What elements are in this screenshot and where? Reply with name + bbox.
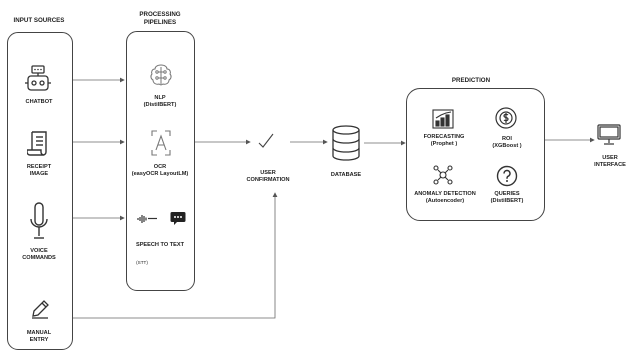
speech-to-text-label: SPEECH TO TEXT bbox=[135, 242, 185, 248]
input-sources-box bbox=[7, 32, 73, 350]
pencil-icon bbox=[32, 300, 49, 319]
microphone-icon bbox=[30, 202, 48, 239]
roi-dollar-icon bbox=[495, 107, 517, 129]
database-icon bbox=[332, 125, 360, 161]
receipt-image-label: RECEIPT IMAGE bbox=[26, 164, 52, 177]
anomaly-icon bbox=[433, 165, 453, 185]
monitor-icon bbox=[597, 124, 621, 145]
chatbot-label: CHATBOT bbox=[25, 99, 53, 105]
chat-bubble-icon bbox=[170, 212, 186, 225]
question-icon bbox=[496, 165, 518, 187]
voice-commands-label: VOICE COMMANDS bbox=[22, 248, 56, 261]
user-interface-label: USER INTERFACE bbox=[594, 155, 626, 168]
input-sources-header: INPUT SOURCES bbox=[13, 17, 65, 24]
brain-circuit-icon bbox=[150, 64, 172, 86]
roi-label: ROI (XGBoost ) bbox=[492, 136, 522, 149]
stt-label: (STT) bbox=[136, 260, 148, 265]
line-manual-to-confirmation bbox=[73, 192, 278, 319]
forecasting-label: FORECASTING (Prophet ) bbox=[423, 134, 465, 147]
manual-entry-label: MANUAL ENTRY bbox=[26, 330, 52, 343]
prediction-box bbox=[406, 88, 545, 221]
prediction-header: PREDICTION bbox=[451, 77, 491, 84]
anomaly-detection-label: ANOMALY DETECTION (Autoencoder) bbox=[414, 191, 476, 204]
database-label: DATABASE bbox=[330, 172, 362, 178]
waveform-icon bbox=[137, 215, 157, 223]
nlp-label: NLP (DistilBERT) bbox=[143, 95, 177, 108]
ocr-scan-icon bbox=[151, 130, 171, 156]
bar-chart-icon bbox=[432, 109, 454, 129]
processing-pipelines-header: PROCESSING PIPELINES bbox=[139, 11, 181, 26]
robot-icon bbox=[25, 65, 51, 91]
user-confirmation-label: USER CONFIRMATION bbox=[246, 170, 290, 183]
queries-label: QUERIES (DistilBERT) bbox=[490, 191, 524, 204]
checkmark-icon bbox=[258, 133, 274, 148]
ocr-label: OCR (easyOCR LayoutLM) bbox=[131, 164, 189, 177]
receipt-icon bbox=[27, 131, 47, 156]
